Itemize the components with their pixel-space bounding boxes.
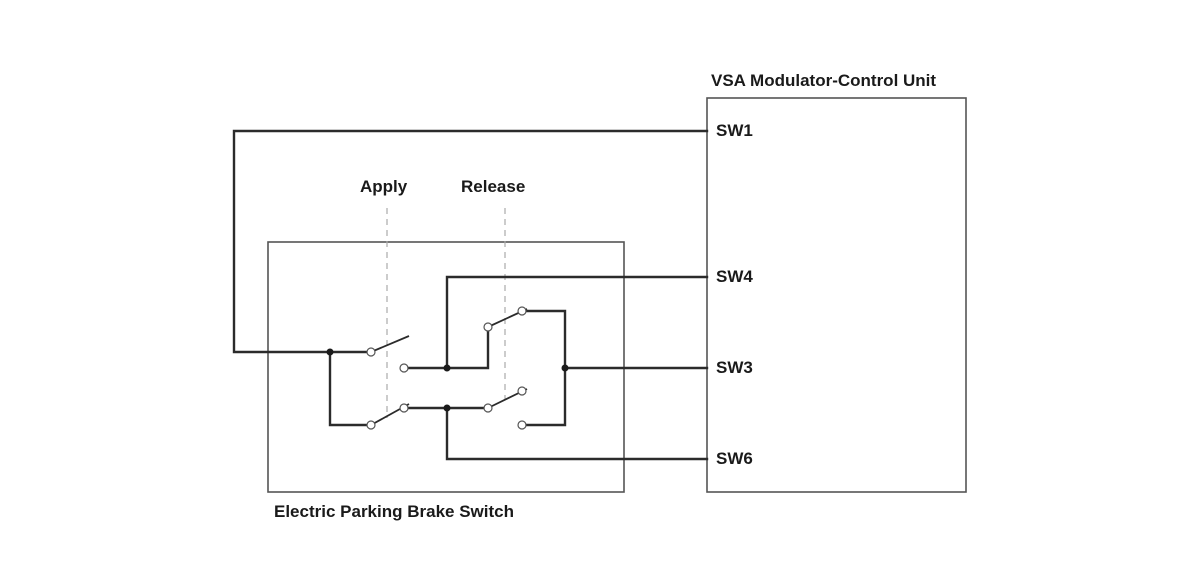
pin-sw1-label: SW1 (716, 121, 753, 140)
switch-terminal (517, 306, 527, 316)
sw6-wire (445, 406, 709, 461)
pin-sw4-label: SW4 (716, 267, 753, 286)
vsa-modulator-title: VSA Modulator-Control Unit (711, 71, 936, 90)
switch-terminal (366, 420, 376, 430)
switch-terminal (366, 347, 376, 357)
junction-node (561, 364, 569, 372)
junction-node (443, 364, 451, 372)
junction-node (443, 404, 451, 412)
pin-sw3-label: SW3 (716, 358, 753, 377)
switch-terminal (399, 403, 409, 413)
switch-terminal (399, 363, 409, 373)
release-upper-output-wire (520, 309, 567, 370)
switch-terminal (483, 322, 493, 332)
apply-lower-input-wire (328, 350, 373, 427)
release-lower-output-wire (520, 366, 567, 427)
switch-terminal (517, 420, 527, 430)
apply-upper-switch-blade (370, 335, 410, 353)
apply-label: Apply (360, 177, 408, 196)
release-label: Release (461, 177, 525, 196)
pin-sw6-label: SW6 (716, 449, 753, 468)
sw1-wire (232, 129, 709, 354)
junction-node (326, 348, 334, 356)
sw4-wire (445, 275, 709, 370)
release-upper-input-wire (445, 325, 490, 370)
switch-terminal (483, 403, 493, 413)
vsa-modulator-box (706, 97, 967, 493)
parking-brake-switch-title: Electric Parking Brake Switch (274, 502, 514, 521)
switch-terminal (517, 386, 527, 396)
